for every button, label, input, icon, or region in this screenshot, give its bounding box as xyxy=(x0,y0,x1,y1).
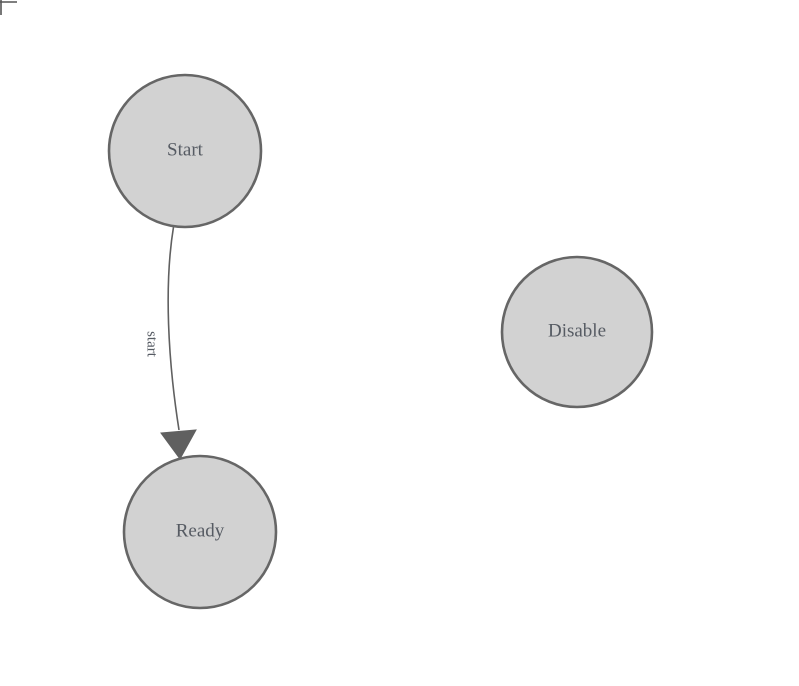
state-node-ready-circle[interactable] xyxy=(122,454,278,610)
state-node-start-label: Start xyxy=(167,139,204,160)
edge-start-to-ready-label: start xyxy=(144,331,160,358)
state-node-disable-circle[interactable] xyxy=(500,255,654,409)
state-node-ready-label: Ready xyxy=(176,520,225,541)
edge-start-to-ready[interactable]: start xyxy=(144,226,197,460)
state-node-start[interactable]: Start xyxy=(107,73,263,229)
corner-crop-mark xyxy=(0,0,17,15)
edge-start-to-ready-arrowhead-icon xyxy=(160,429,197,460)
state-node-disable[interactable]: Disable xyxy=(500,255,654,409)
state-node-disable-label: Disable xyxy=(548,320,606,341)
edge-start-to-ready-path[interactable] xyxy=(167,226,180,431)
state-node-ready[interactable]: Ready xyxy=(122,454,278,610)
state-node-start-circle[interactable] xyxy=(107,73,263,229)
